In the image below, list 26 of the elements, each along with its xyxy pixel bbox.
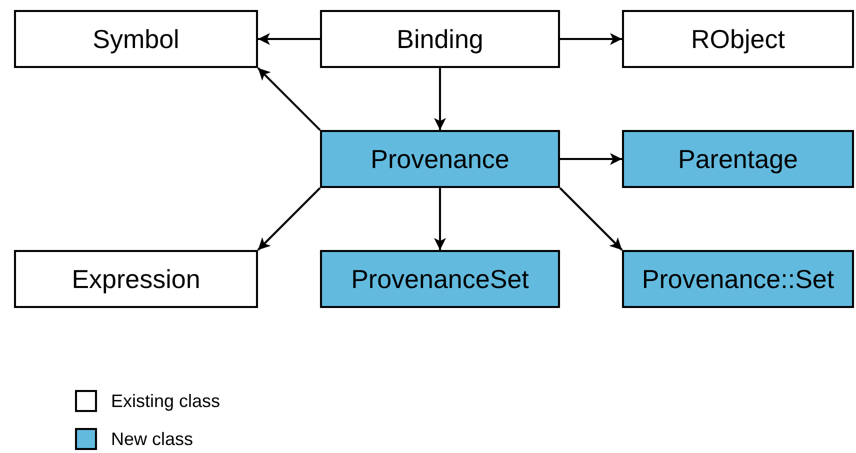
arrow [257, 67, 321, 131]
class-box [14, 250, 258, 308]
arrow [434, 188, 446, 250]
class-box [320, 10, 560, 68]
class-box [320, 250, 560, 308]
class-name: RObject [691, 24, 785, 54]
arrow [560, 153, 622, 165]
arrow [560, 33, 622, 45]
class-box [622, 10, 854, 68]
class-box [14, 10, 258, 68]
class-name: Parentage [678, 144, 798, 174]
arrow [257, 187, 321, 251]
class-name: ProvenanceSet [351, 264, 529, 294]
arrow [258, 33, 320, 45]
class-name: Provenance [370, 144, 510, 174]
legend-label: Existing class [111, 390, 220, 412]
class-name: Expression [72, 264, 200, 294]
class-name: Symbol [92, 24, 180, 54]
arrow [434, 68, 446, 130]
class-name: Binding [396, 24, 484, 54]
arrow [559, 187, 623, 251]
class-box [622, 250, 854, 308]
legend-label: New class [111, 428, 194, 450]
class-box [320, 130, 560, 188]
class-box [622, 130, 854, 188]
class-name: Provenance::Set [642, 264, 834, 294]
